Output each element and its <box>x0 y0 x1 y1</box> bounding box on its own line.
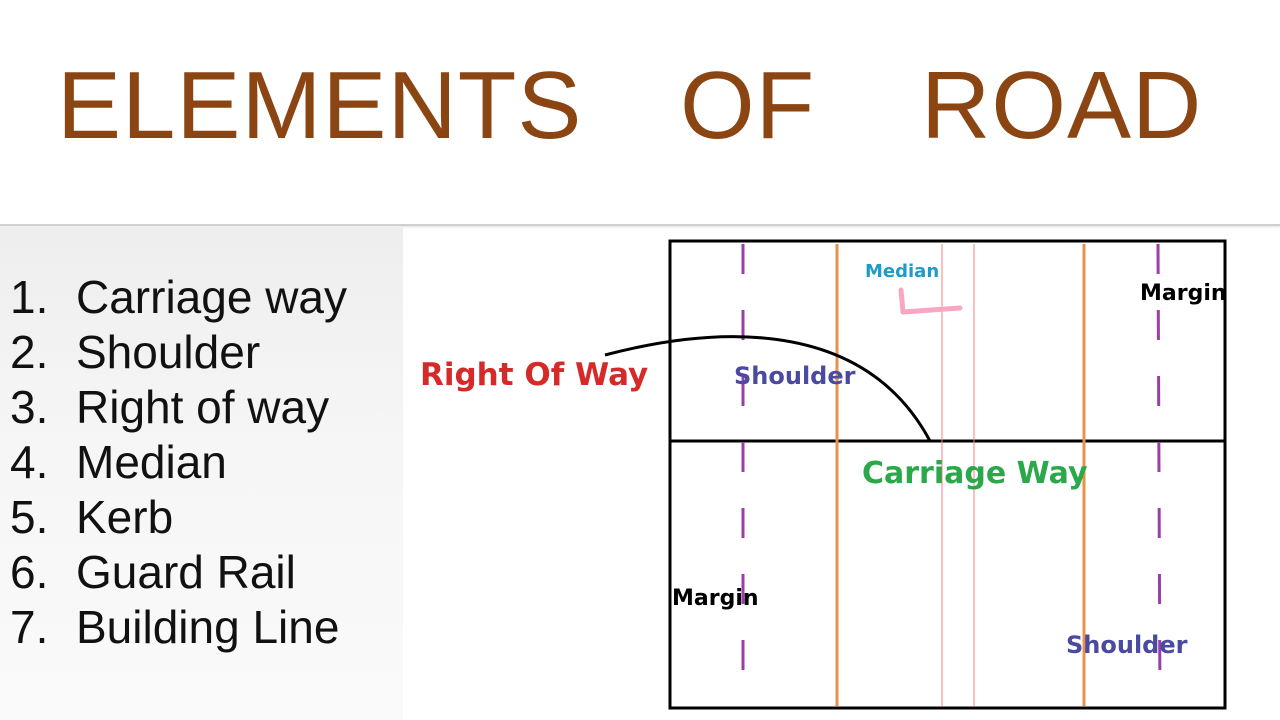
list-item-number: 1. <box>10 271 49 323</box>
list-item-number: 7. <box>10 601 49 653</box>
list-item: 2. Shoulder <box>10 325 347 380</box>
header-band: ELEMENTS OF ROAD <box>0 0 1280 226</box>
list-item: 3. Right of way <box>10 380 347 435</box>
list-item-number: 3. <box>10 381 49 433</box>
right-boundary-line <box>1156 243 1162 707</box>
list-item-number: 5. <box>10 491 49 543</box>
list-item-label: Median <box>76 436 227 488</box>
elements-panel <box>0 226 403 720</box>
title-word-road: ROAD <box>921 52 1203 159</box>
median-pointer-mark <box>898 287 963 315</box>
list-item-number: 2. <box>10 326 49 378</box>
list-item-number: 4. <box>10 436 49 488</box>
label-median: Median <box>865 261 939 282</box>
list-item: 7. Building Line <box>10 600 347 655</box>
list-item: 6. Guard Rail <box>10 545 347 600</box>
list-item: 5. Kerb <box>10 490 347 545</box>
label-right-of-way: Right Of Way <box>420 357 648 393</box>
label-carriage-way: Carriage Way <box>862 456 1088 491</box>
label-shoulder-bottom: Shoulder <box>1066 631 1188 659</box>
title-word-elements: ELEMENTS <box>57 52 583 159</box>
label-margin-bottom: Margin <box>672 586 759 611</box>
list-item-number: 6. <box>10 546 49 598</box>
list-item-label: Shoulder <box>76 326 261 378</box>
list-item-label: Building Line <box>76 601 340 653</box>
elements-list: 1. Carriage way 2. Shoulder 3. Right of way… <box>10 270 347 655</box>
list-item-label: Kerb <box>76 491 174 543</box>
diagram-frame <box>668 239 1227 710</box>
list-item-label: Carriage way <box>76 271 347 323</box>
list-item: 4. Median <box>10 435 347 490</box>
list-item-label: Right of way <box>76 381 330 433</box>
title-word-of: OF <box>680 52 816 159</box>
label-margin-top: Margin <box>1140 281 1227 306</box>
right-of-way-pointer <box>604 335 932 442</box>
list-item-label: Guard Rail <box>76 546 296 598</box>
label-shoulder-top: Shoulder <box>734 362 856 390</box>
list-item: 1. Carriage way <box>10 270 347 325</box>
